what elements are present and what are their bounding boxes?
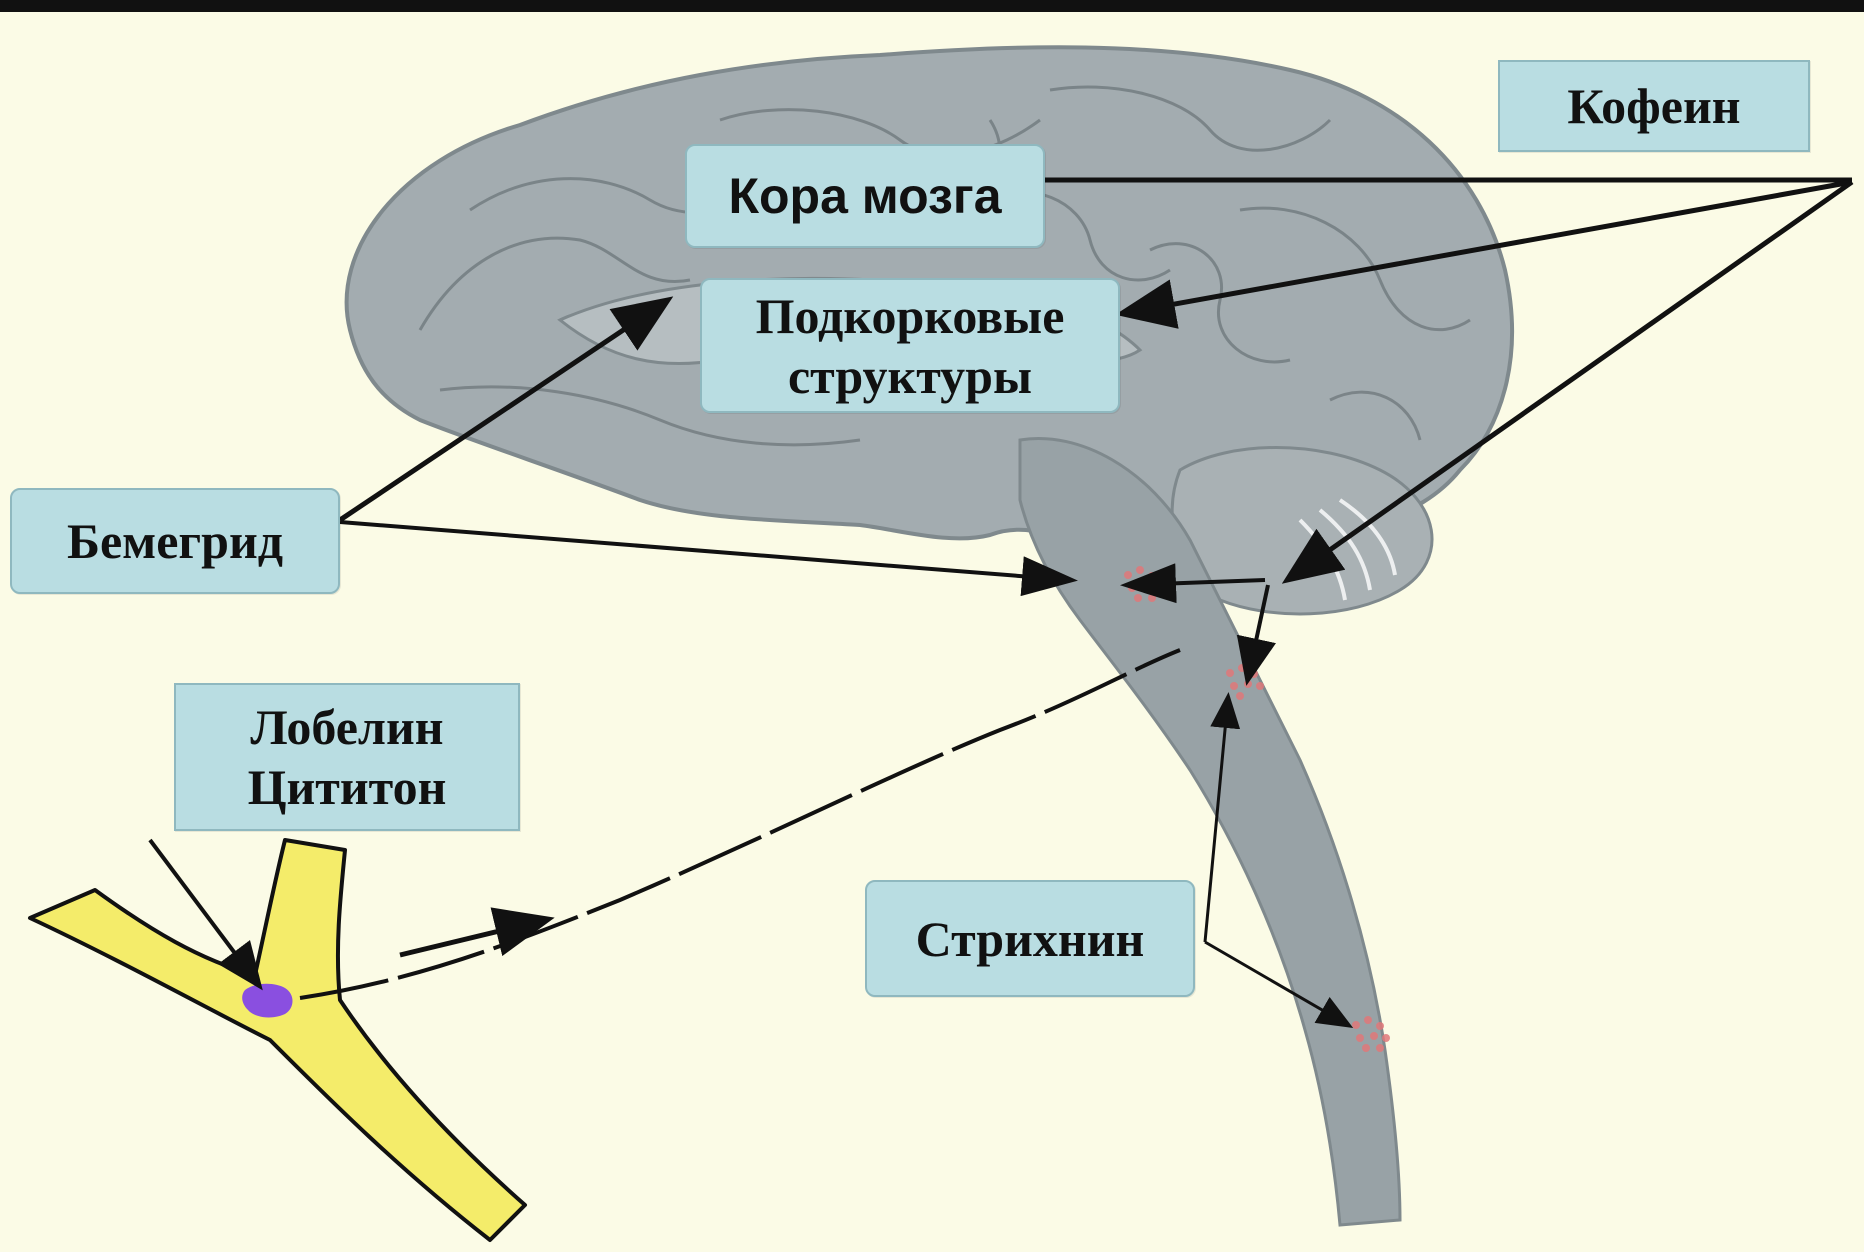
- label-caffeine: Кофеин: [1498, 60, 1810, 152]
- caffeine-text: Кофеин: [1567, 76, 1740, 136]
- bemegride-text: Бемегрид: [67, 511, 283, 571]
- cortex-text: Кора мозга: [729, 166, 1002, 226]
- carotid-artery: [30, 840, 525, 1240]
- subcortical-line2-text: структуры: [788, 346, 1032, 406]
- label-bemegride: Бемегрид: [10, 488, 340, 594]
- label-lobeline-cytiton: Лобелин Цититон: [174, 683, 520, 831]
- lobeline-text: Лобелин: [250, 697, 443, 757]
- label-cortex: Кора мозга: [685, 144, 1045, 248]
- label-strychnine: Стрихнин: [865, 880, 1195, 997]
- subcortical-line1-text: Подкорковые: [756, 286, 1065, 346]
- cytiton-text: Цититон: [248, 757, 447, 817]
- label-subcortical: Подкорковые структуры: [700, 278, 1120, 413]
- strychnine-text: Стрихнин: [916, 909, 1145, 969]
